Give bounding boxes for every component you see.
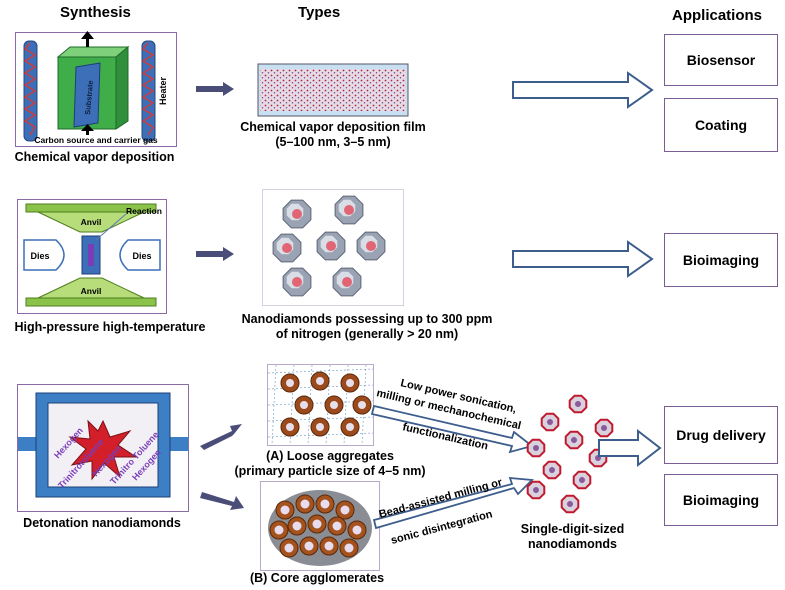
- core-particle: [299, 536, 319, 556]
- arrow-detonation-to-core: [200, 492, 244, 510]
- hpht-press-illustration: Anvil Anvil Dies Dies Reaction: [23, 203, 162, 307]
- app-bioimaging-hpht: Bioimaging: [664, 233, 778, 287]
- single-digit-caption-2: nanodiamonds: [528, 537, 617, 551]
- hpht-synthesis-caption: High-pressure high-temperature: [14, 320, 206, 334]
- header-synthesis: Synthesis: [60, 4, 131, 21]
- detonation-panel: Hexogen Trinitrotoluene Hexogen Trinitro…: [17, 384, 189, 512]
- cvd-synthesis-caption: Chemical vapor deposition: [14, 150, 175, 164]
- dies-left-label: Dies: [30, 251, 49, 261]
- reaction-label: Reaction: [126, 206, 162, 216]
- core-agglomerates-image: [260, 481, 380, 571]
- loose-particle: [310, 417, 330, 437]
- cvd-reactor-illustration: Substrate Heater Carbon source and carri…: [23, 31, 168, 145]
- arrow-single-digit-to-applications: [598, 428, 662, 468]
- loose-particle: [352, 395, 372, 415]
- hpht-crystal: [356, 231, 386, 261]
- loose-particle: [324, 395, 344, 415]
- core-particle: [335, 500, 355, 520]
- process-top-line-3: functionalization: [401, 421, 489, 452]
- cvd-film-caption-2: (5–100 nm, 3–5 nm): [275, 135, 391, 149]
- anvil-bottom-label: Anvil: [81, 286, 102, 296]
- process-label-top: Low power sonication, milling or mechano…: [375, 377, 522, 452]
- cvd-film-image: [257, 63, 409, 117]
- dies-right-label: Dies: [132, 251, 151, 261]
- single-digit-nanodiamonds-cluster: [526, 394, 614, 514]
- hpht-crystal: [282, 199, 312, 229]
- single-nanodiamond: [526, 438, 546, 458]
- core-particle: [327, 516, 347, 536]
- detonation-chamber-illustration: Hexogen Trinitrotoluene Hexogen Trinitro…: [18, 392, 188, 498]
- core-particle: [295, 494, 315, 514]
- loose-particle: [310, 371, 330, 391]
- arrow-cvd-to-film: [196, 82, 234, 96]
- arrow-nanodiamonds-to-bioimaging: [512, 240, 654, 278]
- single-nanodiamond: [560, 494, 580, 514]
- core-caption: (B) Core agglomerates: [249, 571, 385, 585]
- single-nanodiamond: [540, 412, 560, 432]
- core-particle: [269, 520, 289, 540]
- cvd-panel: Substrate Heater Carbon source and carri…: [15, 31, 177, 147]
- loose-caption-2: (primary particle size of 4–5 nm): [234, 464, 426, 478]
- loose-particle: [340, 417, 360, 437]
- header-types: Types: [298, 4, 341, 21]
- anvil-top-label: Anvil: [81, 217, 102, 227]
- gas-label: Carbon source and carrier gas: [34, 135, 158, 145]
- arrow-loose-to-single-digit: [370, 404, 534, 454]
- header-applications: Applications: [672, 7, 763, 24]
- hpht-crystal: [332, 267, 362, 297]
- core-particle: [315, 494, 335, 514]
- arrow-detonation-to-loose: [200, 424, 242, 450]
- hpht-crystal: [282, 267, 312, 297]
- hpht-crystal: [272, 233, 302, 263]
- hpht-panel: Anvil Anvil Dies Dies Reaction: [17, 199, 167, 314]
- single-digit-caption-1: Single-digit-sized: [520, 522, 625, 536]
- hpht-crystal: [316, 231, 346, 261]
- single-nanodiamond: [594, 418, 614, 438]
- core-agglomerates-particles: [268, 490, 372, 566]
- hpht-caption-1: Nanodiamonds possessing up to 300 ppm: [241, 312, 493, 326]
- loose-particle: [280, 373, 300, 393]
- hpht-caption-2: of nitrogen (generally > 20 nm): [275, 327, 459, 341]
- process-label-bottom: Bead-assisted milling or sonic disintegr…: [378, 476, 505, 547]
- core-particle: [279, 538, 299, 558]
- loose-particle: [340, 373, 360, 393]
- arrow-film-to-applications: [512, 71, 654, 109]
- hpht-crystal: [334, 195, 364, 225]
- core-particle: [275, 500, 295, 520]
- single-nanodiamond: [568, 394, 588, 414]
- core-particle: [319, 536, 339, 556]
- core-particle: [347, 520, 367, 540]
- loose-particle: [280, 417, 300, 437]
- heater-label: Heater: [158, 76, 168, 105]
- single-nanodiamond: [526, 480, 546, 500]
- single-nanodiamond: [542, 460, 562, 480]
- core-particle: [287, 516, 307, 536]
- single-nanodiamond: [572, 470, 592, 490]
- arrow-core-to-single-digit: [372, 476, 534, 530]
- loose-aggregates-image: [267, 364, 374, 446]
- loose-caption-1: (A) Loose aggregates: [266, 449, 394, 463]
- app-biosensor: Biosensor: [664, 34, 778, 86]
- core-particle: [339, 538, 359, 558]
- hpht-nanodiamond-crystals: [272, 195, 386, 297]
- loose-aggregates-particles: [267, 364, 374, 446]
- loose-particle: [294, 395, 314, 415]
- detonation-synthesis-caption: Detonation nanodiamonds: [23, 516, 181, 530]
- arrow-hpht-to-nanodiamonds: [196, 247, 234, 261]
- app-coating: Coating: [664, 98, 778, 152]
- app-bioimaging-detonation: Bioimaging: [664, 474, 778, 526]
- cvd-film-caption-1: Chemical vapor deposition film: [240, 120, 426, 134]
- core-particle: [307, 514, 327, 534]
- app-drug-delivery: Drug delivery: [664, 406, 778, 464]
- hpht-nanodiamonds-image: [262, 189, 404, 306]
- single-nanodiamond: [564, 430, 584, 450]
- substrate-label: Substrate: [83, 80, 95, 115]
